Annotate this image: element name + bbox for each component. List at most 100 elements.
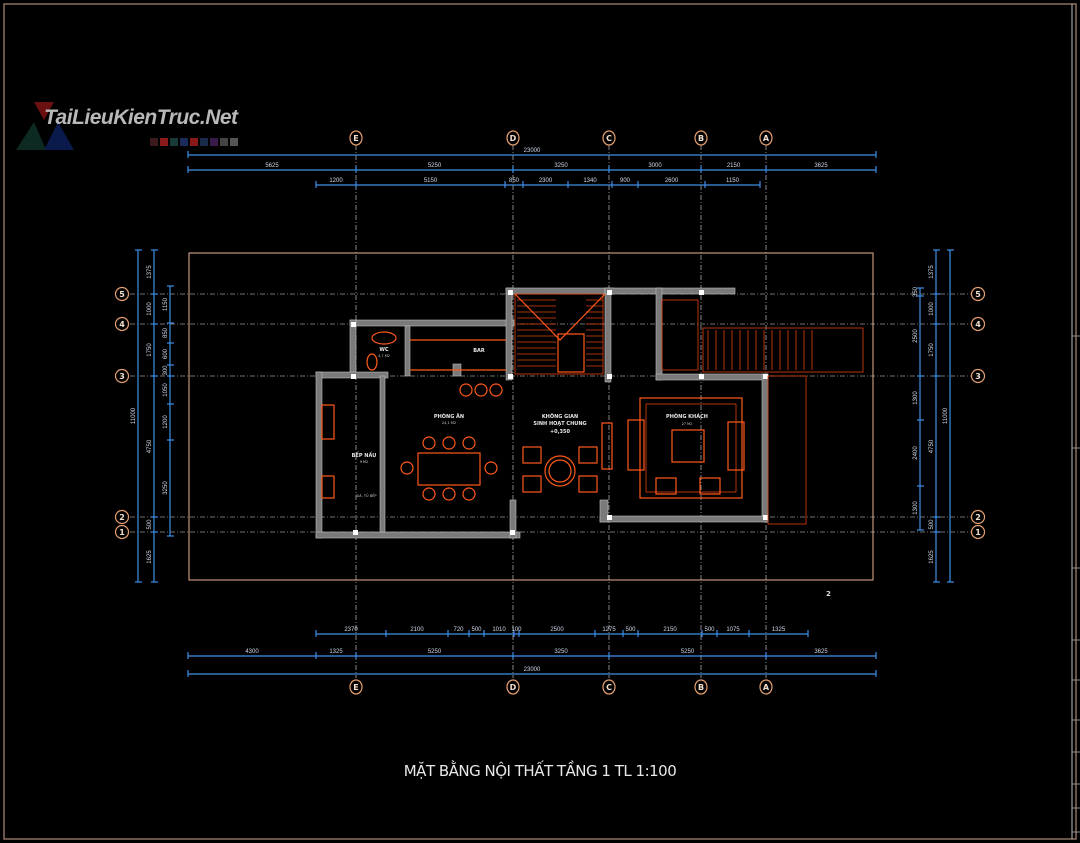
room-living-area: 27 M2 [682, 422, 693, 426]
axis-label-column: E [353, 683, 358, 692]
room-dining-name: PHÒNG ĂN [434, 413, 464, 420]
dimension-label: 23000 [524, 148, 541, 154]
dimension-label: 5250 [428, 163, 442, 169]
dimension-label: 1325 [329, 649, 343, 655]
axis-bubble [970, 368, 986, 384]
axis-label-row: 5 [119, 290, 125, 299]
dimension-label: 4300 [245, 649, 259, 655]
room-common-name-2: SINH HOẠT CHUNG [533, 421, 586, 427]
axis-bubble [349, 130, 363, 146]
room-dining-area: 24,1 M2 [442, 421, 456, 425]
room-common-name-1: KHÔNG GIAN [542, 413, 578, 420]
dimension-label: 5250 [681, 649, 695, 655]
dimension-label: 4750 [147, 439, 153, 453]
dimension-label: 2500 [550, 627, 564, 633]
axis-bubble [602, 130, 616, 146]
logo-triangle-icon [16, 102, 74, 150]
dimension-label: 1300 [913, 391, 919, 405]
axis-label-row: 3 [119, 372, 125, 381]
axis-label-column: C [606, 683, 612, 692]
dimension-label: 3250 [554, 163, 568, 169]
dimension-label: 1275 [602, 627, 616, 633]
watermark-text: TaiLieuKienTruc.Net [44, 106, 238, 129]
axis-bubble [349, 679, 363, 695]
axis-bubble [114, 524, 130, 540]
dimension-label: 2500 [913, 329, 919, 343]
axis-bubble [114, 368, 130, 384]
dimension-label: 23000 [524, 667, 541, 673]
dimension-label: 500 [147, 519, 153, 530]
axis-label-row: 4 [975, 320, 981, 329]
dimension-label: 100 [511, 627, 522, 633]
dimension-label: 1340 [583, 178, 597, 184]
dimension-label: 1300 [913, 501, 919, 515]
dimension-label: 500 [471, 627, 482, 633]
logo-color-squares [150, 138, 238, 146]
dimension-label: 1625 [147, 550, 153, 564]
dimension-label: 300 [163, 365, 169, 376]
room-bar-name: BAR [473, 348, 485, 354]
dimension-label: 1200 [163, 415, 169, 429]
axis-bubble [759, 130, 773, 146]
room-kitchen-note: GIÁ, TỦ BẾP [356, 492, 377, 498]
dimension-label: 5150 [424, 178, 438, 184]
dimension-label: 3250 [554, 649, 568, 655]
axis-bubble [970, 316, 986, 332]
dimension-label: 900 [620, 178, 631, 184]
dimension-label: 3250 [163, 481, 169, 495]
room-common-level: +0,350 [550, 429, 571, 435]
axis-label-column: B [698, 134, 704, 143]
dimension-label: 350 [913, 286, 919, 297]
dimension-label: 1750 [929, 343, 935, 357]
room-wc-name: WC [379, 347, 389, 353]
dimension-label: 3000 [648, 163, 662, 169]
axis-label-row: 5 [975, 290, 981, 299]
axis-bubble [970, 509, 986, 525]
site-boundary [188, 252, 874, 581]
dimension-label: 600 [163, 348, 169, 359]
dimension-label: 1000 [929, 302, 935, 316]
axis-bubble [694, 130, 708, 146]
axis-bubble [970, 286, 986, 302]
furniture [321, 293, 864, 525]
dimension-label: 2100 [410, 627, 424, 633]
dimension-label: 850 [163, 327, 169, 338]
room-living-name: PHÒNG KHÁCH [666, 413, 708, 420]
dimension-label: 4750 [929, 439, 935, 453]
axis-bubble [759, 679, 773, 695]
axis-bubble [970, 524, 986, 540]
dimension-label: 11000 [943, 407, 949, 424]
dimension-label: 2300 [539, 178, 553, 184]
room-wc-area: 4,7 M2 [378, 354, 390, 358]
walls [315, 287, 769, 539]
title-block [1072, 335, 1080, 833]
sheet-frame [3, 3, 1077, 840]
dimension-label: 2150 [663, 627, 677, 633]
dimension-label: 1625 [929, 550, 935, 564]
dimension-label: 1750 [147, 343, 153, 357]
axis-bubble [506, 130, 520, 146]
dimension-label: 2600 [665, 178, 679, 184]
room-labels: WC 4,7 M2 BAR PHÒNG ĂN 24,1 M2 KHÔNG GIA… [352, 347, 708, 498]
axis-bubble [114, 316, 130, 332]
watermark-logo: TaiLieuKienTruc.Net [14, 100, 274, 160]
axis-bubble [602, 679, 616, 695]
dimension-label: 3625 [814, 649, 828, 655]
axis-label-column: C [606, 134, 612, 143]
column-markers [351, 290, 768, 535]
dimension-label: 3625 [814, 163, 828, 169]
dimension-label: 500 [704, 627, 715, 633]
axis-bubble [114, 286, 130, 302]
axis-bubble [506, 679, 520, 695]
dimension-label: 1050 [163, 383, 169, 397]
dimension-label: 1010 [492, 627, 506, 633]
dimension-label: 720 [453, 627, 464, 633]
axis-label-row: 2 [975, 513, 981, 522]
sheet-number: 2 [826, 590, 831, 598]
axis-label-column: D [510, 134, 517, 143]
axis-bubble [114, 509, 130, 525]
dimension-label: 1200 [329, 178, 343, 184]
axis-label-column: B [698, 683, 704, 692]
